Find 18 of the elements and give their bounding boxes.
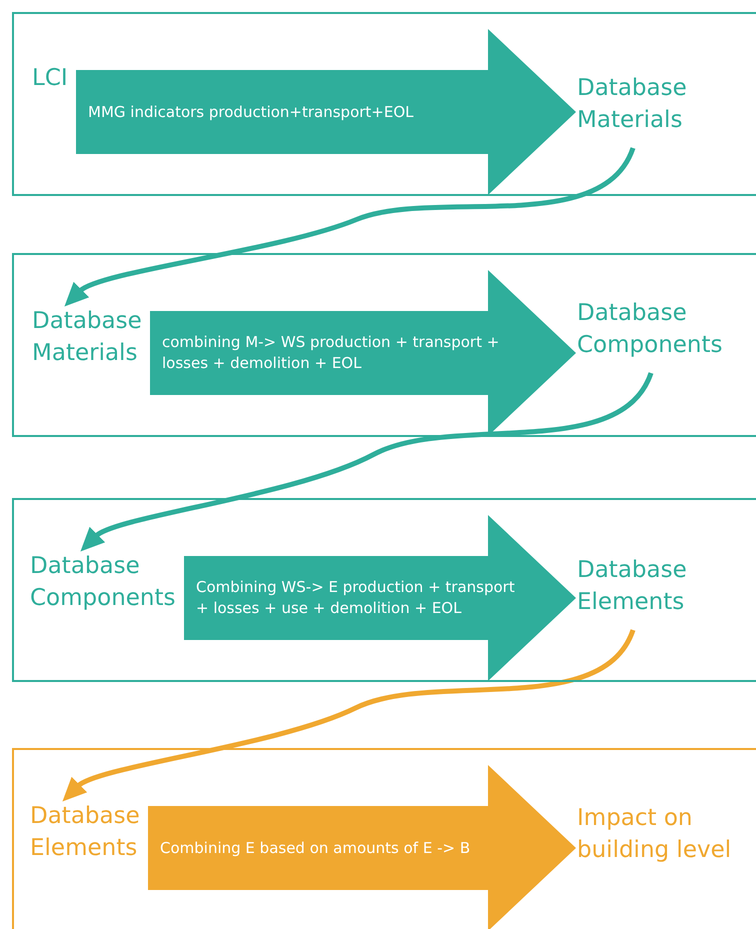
block-arrow — [148, 765, 576, 929]
stage-label: Impact on building level — [577, 802, 734, 866]
arrow-label: Combining E based on amounts of E -> B — [160, 838, 472, 858]
arrow-label: combining M-> WS production + transport + losses + demolition + EOL — [162, 332, 500, 374]
stage-label: Database Elements — [30, 800, 142, 864]
arrow-label: Combining WS-> E production + transport + losses + use + demolition + EOL — [196, 577, 516, 619]
stage-label: Database Materials — [577, 72, 689, 136]
stage-label: Database Components — [577, 297, 725, 361]
panel-frame — [12, 748, 756, 929]
stage-label: Database Elements — [577, 554, 689, 618]
arrow-label: MMG indicators production+transport+EOL — [88, 102, 415, 122]
stage-label: LCI — [32, 62, 70, 94]
stage-label: Database Components — [30, 550, 178, 614]
stage-label: Database Materials — [32, 305, 144, 369]
block-arrow — [76, 29, 576, 195]
panel-frame — [12, 253, 756, 437]
panel-frame — [12, 498, 756, 682]
panel-frame — [12, 12, 756, 196]
